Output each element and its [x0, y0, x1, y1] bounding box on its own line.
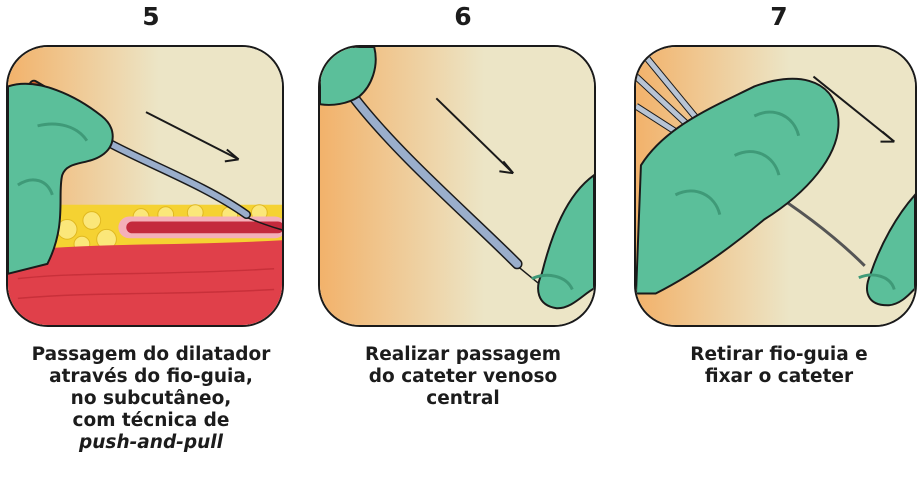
step-number: 6 [454, 2, 472, 31]
dilator [103, 138, 250, 218]
step-caption: Retirar fio-guia e fixar o cateter [634, 344, 923, 388]
caption-line: Realizar passagem [364, 344, 562, 365]
step-caption: Passagem do dilatador através do fio-gui… [6, 344, 296, 454]
dilator-illustration [8, 47, 282, 325]
catheter [350, 94, 522, 268]
caption-line: no subcutâneo, [70, 388, 232, 409]
caption-line: do cateter venoso [368, 366, 558, 387]
caption-line: através do fio-guia, [49, 366, 253, 387]
illustration-catheter-passage [318, 45, 596, 327]
caption-line: Retirar fio-guia e [690, 344, 868, 365]
gloved-hand-fixing [636, 77, 840, 295]
step-number: 7 [770, 2, 788, 31]
remove-guidewire-illustration [636, 47, 915, 325]
gloved-hand-right [866, 193, 915, 307]
caption-line: Passagem do dilatador [31, 344, 271, 365]
step-7: 7 [634, 0, 923, 486]
caption-line: central [426, 388, 500, 409]
step-6: 6 Realizar pas [318, 0, 608, 486]
illustration-remove-guidewire [634, 45, 917, 327]
step-number: 5 [142, 2, 160, 31]
caption-line: fixar o cateter [704, 366, 854, 387]
step-5: 5 [6, 0, 296, 486]
step-caption: Realizar passagem do cateter venoso cent… [318, 344, 608, 410]
illustration-dilator-passage [6, 45, 284, 327]
gloved-hand-top [320, 47, 377, 106]
tissue-layer [8, 240, 282, 325]
vein-lumen [126, 221, 282, 234]
caption-italic: push-and-pull [79, 432, 223, 453]
gloved-hand-left [8, 82, 114, 275]
catheter-illustration [320, 47, 594, 325]
caption-line: com técnica de [72, 410, 230, 431]
